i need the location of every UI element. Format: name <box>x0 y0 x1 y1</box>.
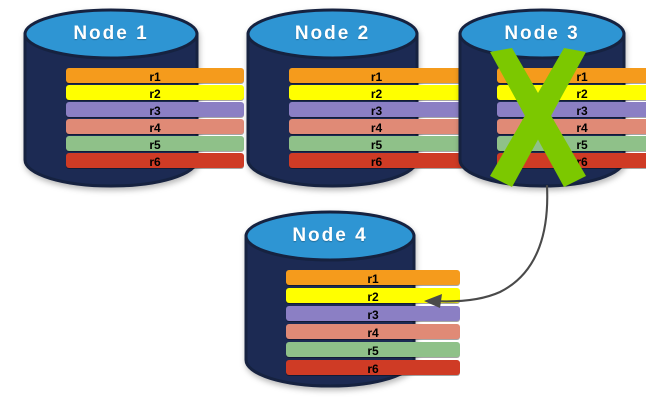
node2-row-r2[interactable]: r2 <box>289 85 464 100</box>
node4-row-r3[interactable]: r3 <box>286 306 460 321</box>
node2-row-r5-label: r5 <box>370 138 383 152</box>
node4-row-r4-label: r4 <box>367 326 379 340</box>
node1-row-r4[interactable]: r4 <box>66 119 244 134</box>
node-cylinder-node2[interactable]: Node 2 r1 r2 r3 r4 r5 r6 <box>245 8 464 190</box>
node4-row-r1[interactable]: r1 <box>286 270 460 285</box>
node4-row-r1-label: r1 <box>367 272 379 286</box>
node2-row-r1-label: r1 <box>370 70 383 84</box>
node1-row-r6-label: r6 <box>149 155 161 169</box>
node3-row-r3[interactable]: r3 <box>497 102 646 117</box>
node2-row-r4-label: r4 <box>370 121 383 135</box>
node3-row-r2-label: r2 <box>576 87 588 101</box>
node-cylinder-node4[interactable]: Node 4 r1 r2 r3 r4 r5 r6 <box>243 210 460 390</box>
node2-row-r5[interactable]: r5 <box>289 136 464 151</box>
node2-row-r6[interactable]: r6 <box>289 153 464 168</box>
node-cylinder-node3[interactable]: Node 3 r1 r2 r3 r4 r5 r6 <box>457 8 646 190</box>
node4-row-r5[interactable]: r5 <box>286 342 460 357</box>
node3-row-r5-label: r5 <box>576 138 588 152</box>
node1-row-r5-label: r5 <box>149 138 161 152</box>
node1-row-r5[interactable]: r5 <box>66 136 244 151</box>
node1-row-r6[interactable]: r6 <box>66 153 244 168</box>
node1-row-r3[interactable]: r3 <box>66 102 244 117</box>
node4-row-r2[interactable]: r2 <box>286 288 460 303</box>
node3-row-r6[interactable]: r6 <box>497 153 646 168</box>
node1-row-stack: r1 r2 r3 r4 r5 r6 <box>22 68 288 168</box>
node3-row-r2[interactable]: r2 <box>497 85 646 100</box>
node4-row-stack: r1 r2 r3 r4 r5 r6 <box>243 270 503 375</box>
node3-row-stack: r1 r2 r3 r4 r5 r6 <box>457 68 646 168</box>
node1-row-r2[interactable]: r2 <box>66 85 244 100</box>
node2-row-r2-label: r2 <box>370 87 383 101</box>
node3-row-r6-label: r6 <box>576 155 588 169</box>
node1-row-r2-label: r2 <box>149 87 161 101</box>
node2-row-r4[interactable]: r4 <box>289 119 464 134</box>
node1-row-r1[interactable]: r1 <box>66 68 244 83</box>
node2-row-r3-label: r3 <box>370 104 383 118</box>
node4-row-r4[interactable]: r4 <box>286 324 460 339</box>
node4-row-r6[interactable]: r6 <box>286 360 460 375</box>
node3-row-r4[interactable]: r4 <box>497 119 646 134</box>
node3-row-r1-label: r1 <box>576 70 588 84</box>
node2-row-r3[interactable]: r3 <box>289 102 464 117</box>
node1-row-r3-label: r3 <box>149 104 161 118</box>
node4-row-r3-label: r3 <box>367 308 379 322</box>
node3-row-r4-label: r4 <box>576 121 588 135</box>
node3-row-r3-label: r3 <box>576 104 588 118</box>
node2-row-stack: r1 r2 r3 r4 r5 r6 <box>245 68 508 168</box>
node3-row-r1[interactable]: r1 <box>497 68 646 83</box>
node4-row-r6-label: r6 <box>367 362 379 376</box>
node-cylinder-node1[interactable]: Node 1 r1 r2 r3 r4 r5 r6 <box>22 8 244 190</box>
node1-row-r4-label: r4 <box>149 121 161 135</box>
node1-row-r1-label: r1 <box>149 70 161 84</box>
node4-row-r5-label: r5 <box>367 344 379 358</box>
node4-row-r2-label: r2 <box>367 290 379 304</box>
node2-row-r1[interactable]: r1 <box>289 68 464 83</box>
node3-row-r5[interactable]: r5 <box>497 136 646 151</box>
node2-row-r6-label: r6 <box>370 155 383 169</box>
